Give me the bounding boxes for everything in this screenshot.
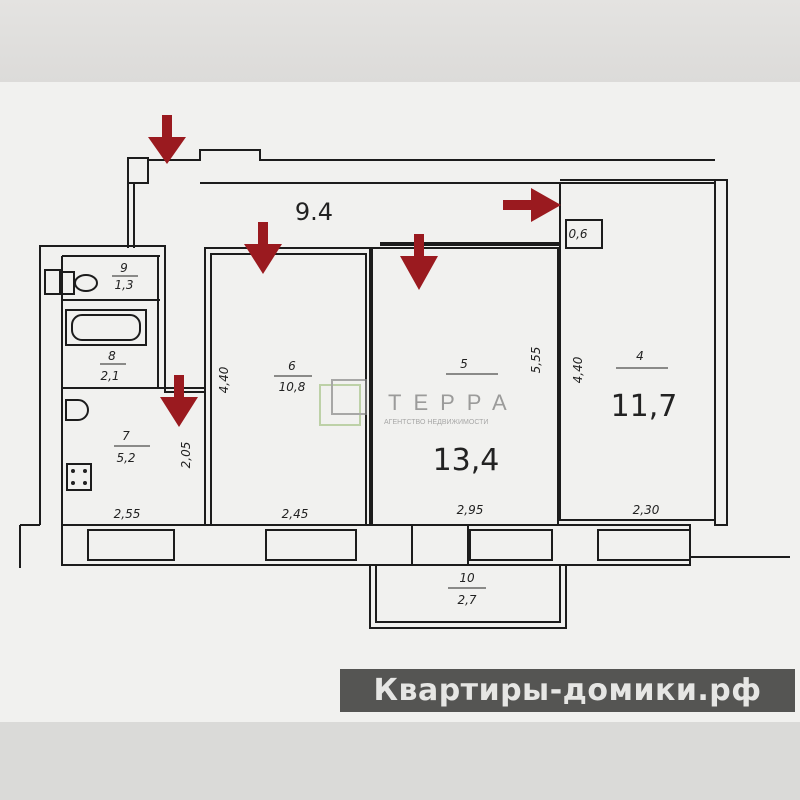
room-7-number: 7 [122, 429, 130, 443]
room-4-area: 11,7 [611, 389, 678, 424]
room-10-number: 10 [459, 571, 475, 585]
dim-room5-height: 5,55 [529, 347, 543, 374]
background-bottom [0, 722, 800, 800]
walls [19, 149, 790, 629]
dim-room7-height: 2,05 [179, 442, 193, 469]
room-10-area: 2,7 [457, 593, 476, 607]
room-4-number: 4 [636, 349, 644, 363]
brand-banner: Квартиры-домики.рф [340, 669, 795, 712]
stove-icon [66, 463, 92, 491]
corridor-area: 9.4 [295, 198, 333, 226]
room-6-number: 6 [288, 359, 296, 373]
arrow-down-icon [400, 234, 438, 290]
dim-width-6: 2,45 [282, 507, 309, 521]
room-5-number: 5 [460, 357, 468, 371]
dimensions: 4,40 5,55 4,40 2,05 2,55 2,45 2,95 2,30 [114, 347, 660, 521]
terra-watermark: ТЕРРА АГЕНТСТВО НЕДВИЖИМОСТИ [319, 379, 519, 426]
toilet-icon [44, 269, 98, 295]
bathtub-icon [65, 309, 147, 346]
arrow-down-icon [160, 375, 198, 427]
dim-room6-height: 4,40 [217, 366, 231, 393]
brand-text: Квартиры-домики.рф [373, 673, 762, 708]
sink-icon [65, 399, 89, 421]
annotation-arrows [148, 115, 561, 427]
room-7-area: 5,2 [116, 451, 135, 465]
dim-width-7: 2,55 [114, 507, 141, 521]
arrow-down-icon [244, 222, 282, 274]
watermark-name: ТЕРРА [388, 390, 519, 415]
closet-area: 0,6 [568, 227, 587, 241]
dim-room4-height: 4,40 [571, 356, 585, 383]
arrow-right-icon [503, 188, 561, 222]
dim-width-5: 2,95 [457, 503, 484, 517]
arrow-down-icon [148, 115, 186, 164]
watermark-subtitle: АГЕНТСТВО НЕДВИЖИМОСТИ [384, 419, 488, 426]
room-6-area: 10,8 [279, 380, 306, 394]
room-9-number: 9 [120, 261, 128, 275]
dim-width-4: 2,30 [633, 503, 660, 517]
room-8-number: 8 [108, 349, 116, 363]
room-9-area: 1,3 [114, 278, 133, 292]
room-5-area: 13,4 [433, 443, 500, 478]
background-top [0, 0, 800, 82]
room-labels: 9 1,3 8 2,1 7 5,2 6 10,8 5 13,4 4 11,7 1… [100, 198, 677, 607]
room-8-area: 2,1 [100, 369, 119, 383]
